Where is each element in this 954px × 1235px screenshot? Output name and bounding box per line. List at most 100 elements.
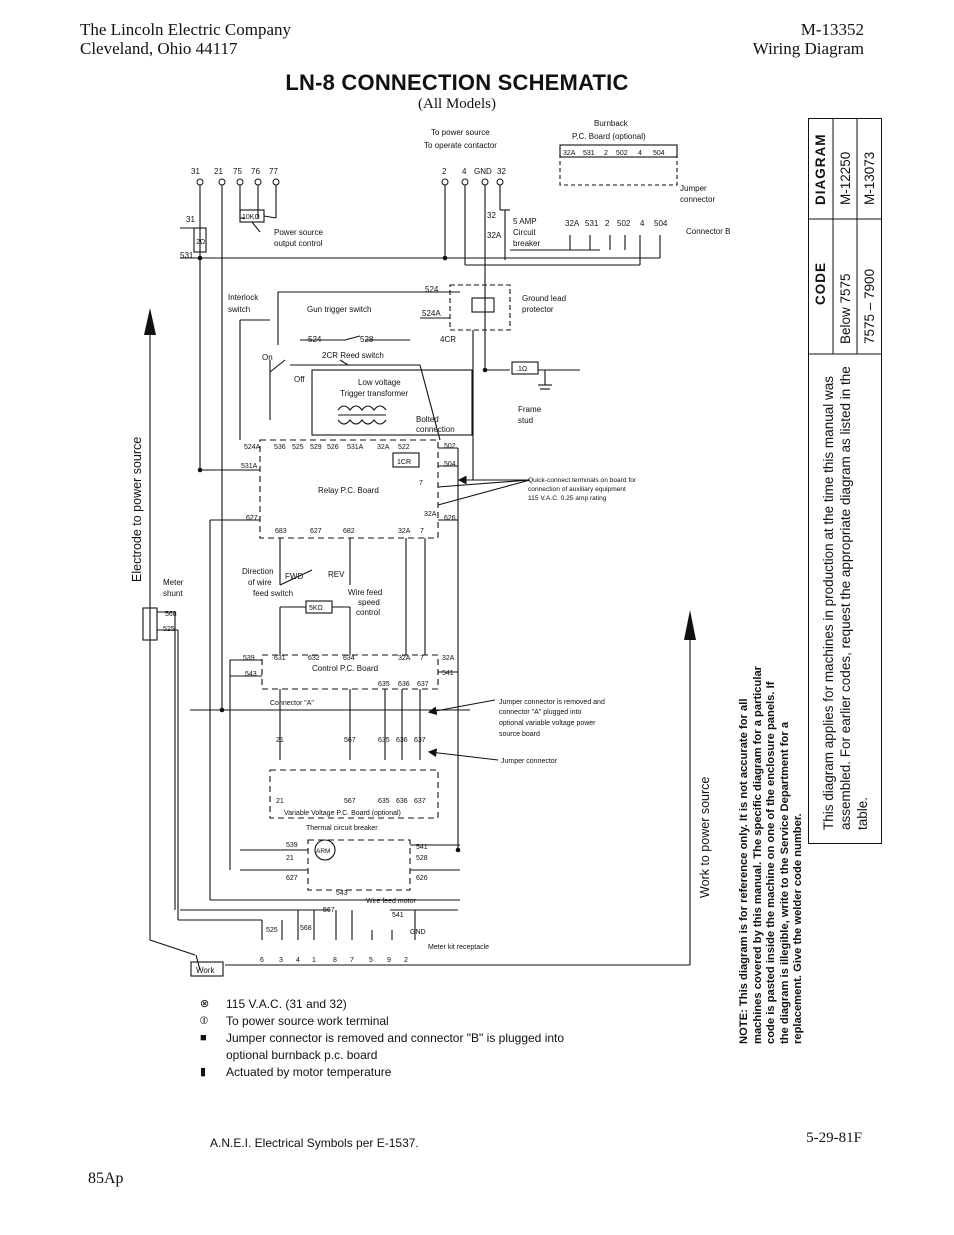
wire-4-top: 4 [462, 167, 467, 176]
control-543: 543 [245, 671, 257, 678]
motor-528: 528 [416, 855, 428, 862]
jumper-removed-label2: connector "A" plugged into [499, 709, 582, 716]
wire-31: 31 [191, 167, 200, 176]
vv-635: 635 [378, 798, 390, 805]
document-number: M-13352 [800, 20, 864, 39]
wire-524-mid: 524 [308, 335, 322, 344]
conn-a-637: 637 [414, 737, 426, 744]
terminal-posts [196, 178, 504, 186]
control-637: 637 [417, 681, 429, 688]
relay-525: 525 [292, 444, 304, 451]
document-type: Wiring Diagram [752, 39, 864, 58]
direction-label3: feed switch [253, 589, 293, 598]
relay-502: 502 [444, 443, 456, 450]
res-01-label: .1Ω [516, 366, 527, 373]
wire-524a-top: 524A [422, 309, 441, 318]
wire-531-left: 531 [180, 251, 194, 260]
relay-bottom-7: 7 [420, 528, 424, 535]
pin-3: 3 [279, 957, 283, 964]
quick-connect-label2: connection of auxiliary equipment [528, 486, 626, 493]
switch-off-label: Off [294, 375, 305, 384]
cb-504: 504 [654, 219, 668, 228]
wire-2-top: 2 [442, 167, 447, 176]
shunt-568: 525 [163, 626, 175, 633]
bb-top-4: 4 [638, 150, 642, 157]
control-board-label: Control P.C. Board [312, 664, 378, 673]
meter-gnd: GND [410, 929, 426, 936]
bolted-label2: connection [416, 425, 455, 434]
meter-567: 568 [300, 925, 312, 932]
quick-connect-label1: Quick-connect terminals on board for [528, 477, 637, 484]
relay-529: 529 [310, 444, 322, 451]
armature-label: ARM [316, 848, 330, 855]
legend-text: Actuated by motor temperature [226, 1065, 392, 1079]
vv-636: 636 [396, 798, 408, 805]
direction-label2: of wire [248, 578, 272, 587]
wire-76: 76 [251, 167, 260, 176]
relay-bottom-627: 627 [310, 528, 322, 535]
res-2-label: 2Ω [196, 239, 205, 246]
bb-top-504: 504 [653, 150, 665, 157]
frame-stud-label1: Frame [518, 405, 542, 414]
company-header: The Lincoln Electric Company Cleveland, … [80, 20, 291, 58]
company-city: Cleveland, Ohio 44117 [80, 39, 238, 58]
legend-item: ⊗ 115 V.A.C. (31 and 32) [200, 996, 590, 1013]
cb-2: 2 [605, 219, 610, 228]
wire-21: 21 [214, 167, 223, 176]
conn-a-567: 567 [344, 737, 356, 744]
relay-32a-right: 32A [424, 511, 437, 518]
control-7: 7 [420, 655, 424, 662]
wire-31-left: 31 [186, 215, 195, 224]
relay-531a: 531A [347, 444, 364, 451]
bb-top-32a: 32A [563, 150, 576, 157]
relay-627: 627 [246, 515, 258, 522]
conn-a-635: 635 [378, 737, 390, 744]
relay-7: 7 [419, 480, 423, 487]
wire-feed-motor-label: Wire feed motor [366, 898, 416, 905]
wire-gnd-top: GND [474, 167, 492, 176]
jumper-removed-label3: optional variable voltage power [499, 720, 596, 727]
wfs-label2: speed [358, 598, 380, 607]
wire-524: 524 [425, 285, 439, 294]
direction-label1: Direction [242, 567, 274, 576]
table-grid [809, 119, 881, 355]
wire-528: 528 [360, 335, 374, 344]
legend-text: Jumper connector is removed and connecto… [226, 1031, 565, 1062]
motor-627: 627 [286, 875, 298, 882]
square-icon: ■ [200, 1032, 207, 1044]
document-header: M-13352 Wiring Diagram [753, 20, 864, 58]
pot-5k-label: 5KΩ [309, 605, 323, 612]
control-32a-right: 32A [442, 655, 455, 662]
bolted-label1: Bolted [416, 415, 439, 424]
ground-lead-label2: protector [522, 305, 554, 314]
connector-b-label: Connector B [686, 227, 730, 236]
relay-32a: 32A [377, 444, 390, 451]
relay-504: 504 [444, 461, 456, 468]
filled-circle-icon: ⦶ [200, 1015, 208, 1027]
jumper-connector-top-label2: connector [680, 195, 715, 204]
schematic-labels: Burnback P.C. Board (optional) To power … [163, 119, 730, 975]
cr4-label: 4CR [440, 335, 456, 344]
control-634: 634 [343, 655, 355, 662]
pin-1: 1 [312, 957, 316, 964]
burnback-label: Burnback [594, 119, 629, 128]
meter-21: 567 [323, 907, 335, 914]
pin-2: 2 [404, 957, 408, 964]
connector-a-label: Connector "A" [270, 700, 314, 707]
code-diagram-table: DIAGRAM CODE M-12250 Below 7575 M-13073 … [808, 118, 882, 844]
symbols-footnote: A.N.E.I. Electrical Symbols per E-1537. [210, 1136, 419, 1150]
relay-626: 626 [444, 515, 456, 522]
relay-522: 522 [398, 444, 410, 451]
relay-526: 526 [327, 444, 339, 451]
control-541: 541 [442, 670, 454, 677]
vv-567: 567 [344, 798, 356, 805]
company-name: The Lincoln Electric Company [80, 20, 292, 39]
output-control-label1: Power source [274, 228, 323, 237]
legend-text: To power source work terminal [226, 1014, 389, 1028]
thermal-breaker-label: Thermal circuit breaker [306, 825, 378, 832]
meter-shunt-label2: shunt [163, 589, 183, 598]
to-power-source-label: To power source [431, 128, 490, 137]
output-control-label2: output control [274, 239, 323, 248]
control-632: 632 [308, 655, 320, 662]
